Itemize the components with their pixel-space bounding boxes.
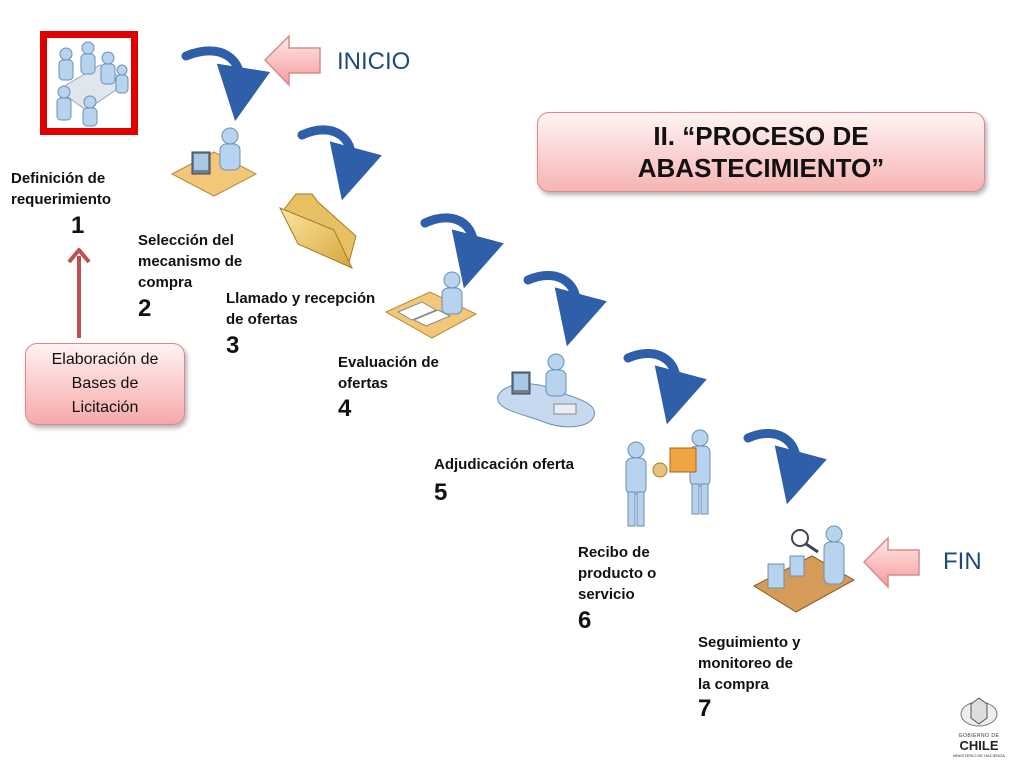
handover-icon [625, 429, 711, 527]
operator-desk-icon [497, 353, 595, 428]
curved-arrow-2 [297, 125, 382, 201]
step-7-number: 7 [698, 695, 712, 722]
fin-label: FIN [943, 548, 982, 575]
coat-of-arms-icon [960, 697, 998, 727]
curved-arrow-3 [420, 213, 504, 289]
step-3-number: 3 [226, 332, 240, 359]
bases-licitacion-box: Elaboración de Bases de Licitación [25, 343, 185, 425]
step-2-number: 2 [138, 295, 152, 322]
highlight-frame [40, 31, 138, 135]
up-arrow-icon [67, 248, 91, 338]
workstation-icon [170, 127, 258, 197]
title-box: II. “PROCESO DE ABASTECIMIENTO” [537, 112, 985, 192]
curved-arrow-1 [181, 46, 271, 122]
meeting-icon [56, 41, 129, 127]
step-5-number: 5 [434, 479, 448, 506]
curved-arrow-6 [743, 428, 827, 505]
step-6-number: 6 [578, 607, 592, 634]
folder-icon [278, 193, 357, 270]
inicio-arrow-icon [263, 34, 321, 87]
fin-arrow-icon [862, 536, 920, 589]
curved-arrow-5 [623, 348, 707, 425]
inspection-conveyor-icon [752, 525, 856, 613]
inicio-label: INICIO [337, 48, 411, 75]
step-5-label: Adjudicación oferta [434, 456, 575, 473]
gobierno-chile-logo: GOBIERNO DE CHILE MINISTERIO DE HACIENDA [948, 694, 1010, 760]
curved-arrow-4 [523, 270, 607, 347]
desk-documents-icon [384, 271, 478, 339]
title-line-1: II. “PROCESO DE [653, 121, 869, 151]
step-4-number: 4 [338, 395, 352, 422]
step-1-number: 1 [71, 212, 85, 239]
title-line-2: ABASTECIMIENTO” [637, 153, 885, 183]
